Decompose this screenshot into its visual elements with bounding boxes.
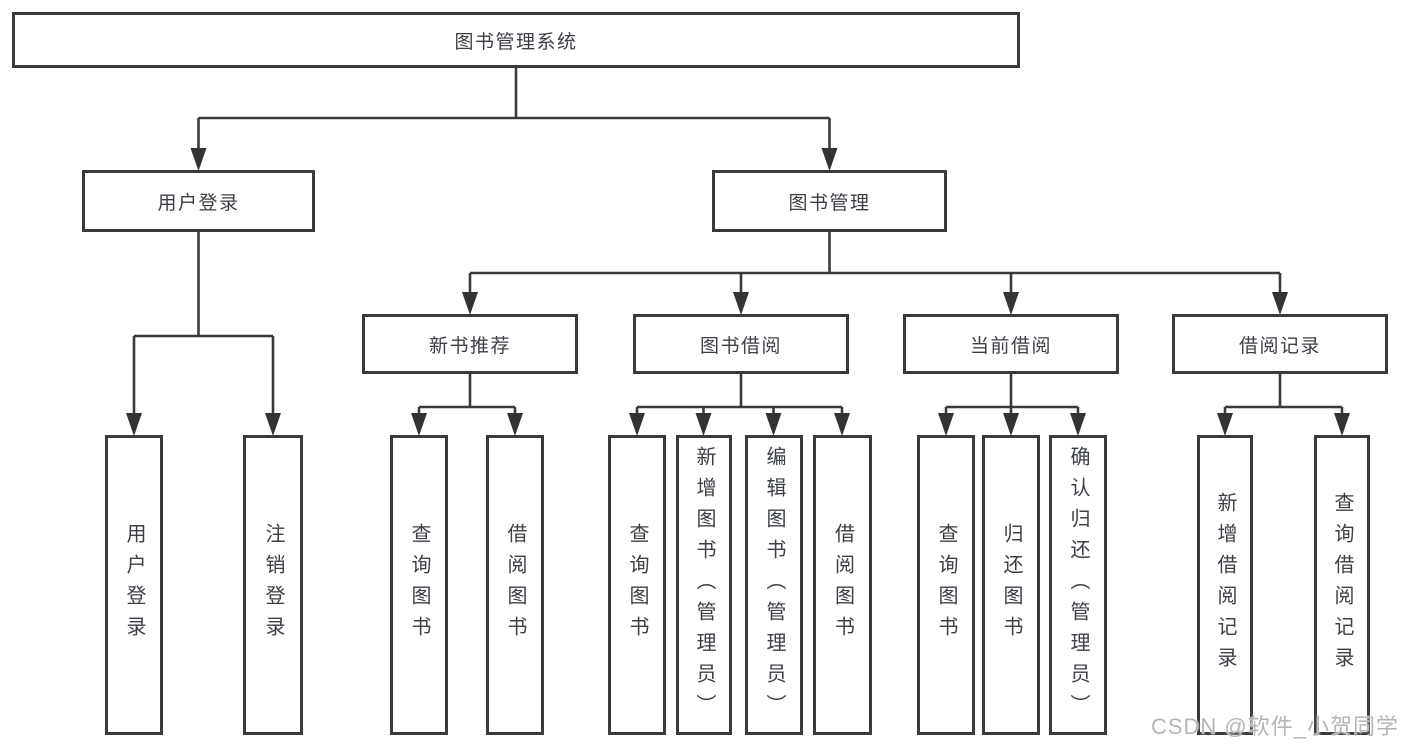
leaf-label: 借阅图书 xyxy=(504,523,526,647)
node-root-label: 图书管理系统 xyxy=(454,31,578,53)
node-book-borrow-label: 图书借阅 xyxy=(699,335,782,357)
leaf-logout-label: 注销登录 xyxy=(262,523,284,647)
leaf-user-login-label: 用户登录 xyxy=(123,523,145,647)
leaf-label: 新增借阅记录 xyxy=(1214,492,1236,678)
node-current-borrow: 当前借阅 xyxy=(903,314,1119,374)
node-new-book-recommend-label: 新书推荐 xyxy=(428,335,511,357)
node-book-borrow: 图书借阅 xyxy=(633,314,849,374)
leaf-user-login: 用户登录 xyxy=(105,435,163,735)
leaf-label: 查询借阅记录 xyxy=(1331,492,1353,678)
leaf-label: 新增图书（管理员） xyxy=(693,445,715,725)
leaf-query-books-current: 查询图书 xyxy=(917,435,975,735)
leaf-query-borrow-record: 查询借阅记录 xyxy=(1314,435,1370,735)
leaf-label: 归还图书 xyxy=(1000,523,1022,647)
leaf-borrow-book: 借阅图书 xyxy=(813,435,872,735)
node-borrow-records: 借阅记录 xyxy=(1172,314,1388,374)
leaf-label: 查询图书 xyxy=(626,523,648,647)
node-user-login-label: 用户登录 xyxy=(157,192,240,214)
node-book-management-label: 图书管理 xyxy=(788,192,871,214)
leaf-add-book-admin: 新增图书（管理员） xyxy=(676,435,732,735)
leaf-label: 确认归还（管理员） xyxy=(1067,445,1089,725)
leaf-label: 编辑图书（管理员） xyxy=(763,445,785,725)
node-root-system: 图书管理系统 xyxy=(12,12,1020,68)
leaf-label: 查询图书 xyxy=(935,523,957,647)
leaf-query-books-borrow: 查询图书 xyxy=(608,435,666,735)
node-user-login: 用户登录 xyxy=(82,170,315,232)
leaf-logout: 注销登录 xyxy=(243,435,303,735)
leaf-label: 借阅图书 xyxy=(831,523,854,647)
node-current-borrow-label: 当前借阅 xyxy=(969,335,1052,357)
leaf-label: 查询图书 xyxy=(408,523,430,647)
csdn-watermark: CSDN @软件_小贺同学 xyxy=(1150,714,1399,739)
node-borrow-records-label: 借阅记录 xyxy=(1238,335,1321,357)
leaf-return-book: 归还图书 xyxy=(982,435,1040,735)
leaf-add-borrow-record: 新增借阅记录 xyxy=(1197,435,1253,735)
leaf-edit-book-admin: 编辑图书（管理员） xyxy=(745,435,803,735)
leaf-confirm-return-admin: 确认归还（管理员） xyxy=(1049,435,1107,735)
leaf-query-books-recommend: 查询图书 xyxy=(390,435,448,735)
leaf-borrow-books-recommend: 借阅图书 xyxy=(486,435,544,735)
node-new-book-recommend: 新书推荐 xyxy=(362,314,578,374)
node-book-management: 图书管理 xyxy=(712,170,947,232)
